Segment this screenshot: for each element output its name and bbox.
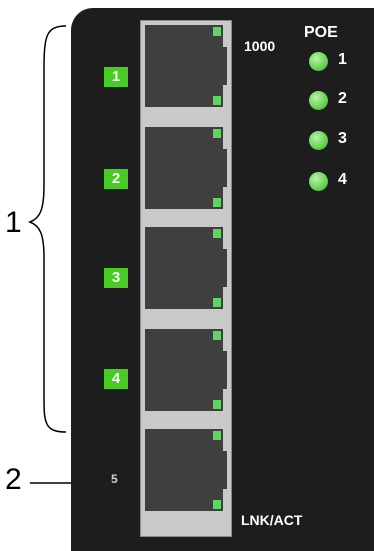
ethernet-port-3[interactable]: [145, 227, 229, 309]
rj45-jack-icon: [145, 127, 211, 209]
brace: [27, 25, 67, 433]
link-led-5: [213, 500, 221, 509]
ethernet-port-1[interactable]: [145, 25, 229, 107]
speed-led-3: [213, 229, 221, 238]
callout-2: 2: [5, 463, 22, 496]
link-led-3: [213, 298, 221, 307]
rj45-jack-icon: [145, 329, 211, 411]
speed-label: 1000: [244, 38, 276, 54]
speed-led-2: [213, 129, 221, 138]
rj45-jack-icon: [145, 429, 211, 511]
link-led-2: [213, 198, 221, 207]
speed-led-1: [213, 27, 221, 36]
poe-led-label-2: 2: [338, 90, 347, 107]
port-tag-3: 3: [104, 268, 128, 288]
poe-led-2: [309, 91, 328, 110]
poe-led-1: [309, 52, 328, 71]
port-tag-4: 4: [104, 369, 128, 389]
rj45-jack-icon: [145, 25, 211, 107]
port-tag-1: 1: [104, 67, 128, 87]
rj45-jack-icon: [145, 227, 211, 309]
ethernet-port-stack: [140, 20, 232, 537]
poe-led-label-1: 1: [338, 51, 347, 68]
poe-led-label-4: 4: [338, 171, 347, 188]
lnk-act-label: LNK/ACT: [241, 512, 303, 528]
port-tag-2: 2: [104, 169, 128, 189]
poe-label: POE: [304, 24, 338, 41]
ethernet-port-5[interactable]: [145, 429, 229, 511]
poe-led-3: [309, 131, 328, 150]
port-tag-5: 5: [111, 472, 118, 486]
link-led-4: [213, 400, 221, 409]
ethernet-port-2[interactable]: [145, 127, 229, 209]
poe-led-label-3: 3: [338, 130, 347, 147]
speed-led-5: [213, 431, 221, 440]
poe-led-4: [309, 172, 328, 191]
link-led-1: [213, 96, 221, 105]
speed-led-4: [213, 331, 221, 340]
callout-1: 1: [5, 206, 22, 239]
ethernet-port-4[interactable]: [145, 329, 229, 411]
